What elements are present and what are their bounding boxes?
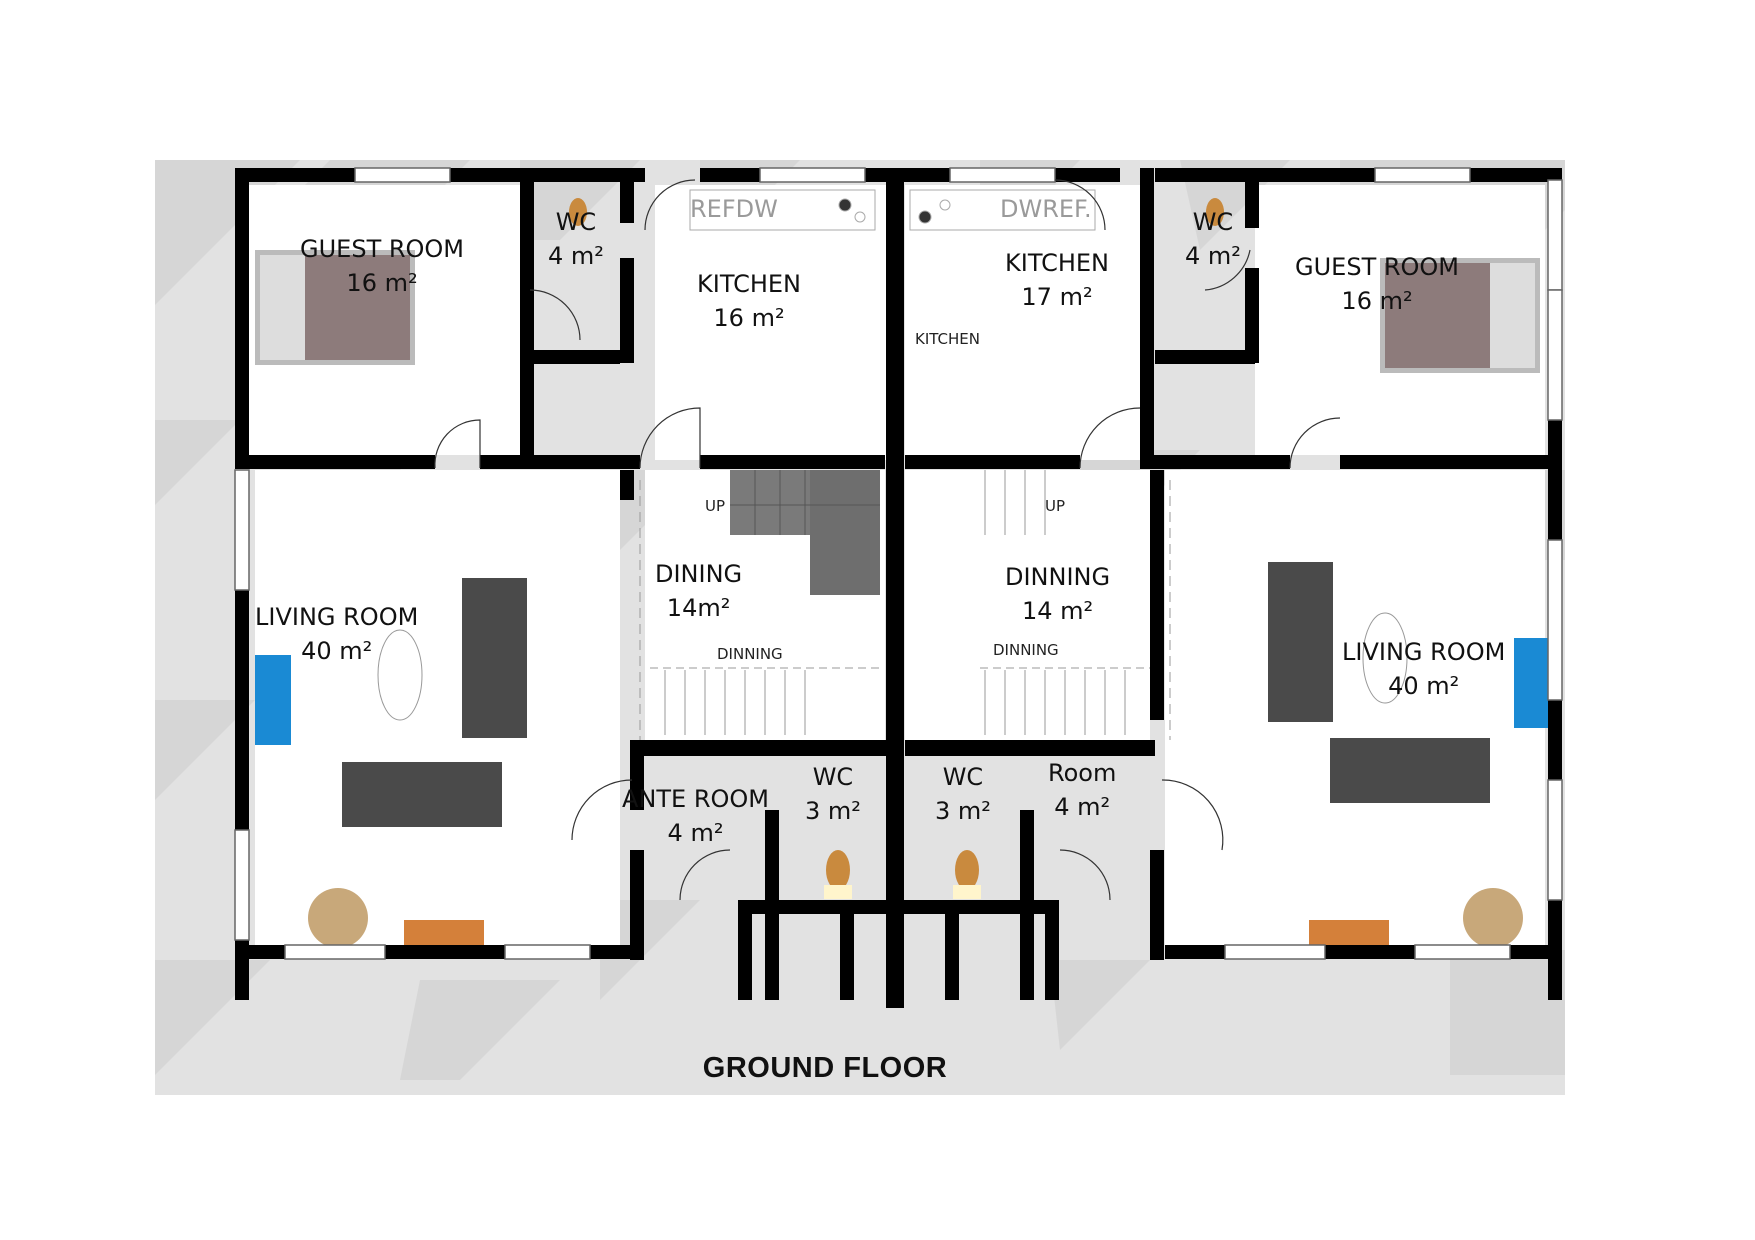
- room-area: 3 m²: [935, 797, 991, 825]
- stairs-up-label-right: UP: [1045, 497, 1066, 515]
- room-area: 17 m²: [1021, 283, 1093, 311]
- room-label-guest-right: GUEST ROOM 16 m²: [1295, 250, 1459, 318]
- room-area: 14 m²: [1021, 597, 1094, 625]
- room-name: GUEST ROOM: [1295, 253, 1460, 281]
- room-label-wc-right-bottom: WC 3 m²: [935, 760, 991, 828]
- staircase-right: [639, 470, 1171, 740]
- room-label-ante-room: ANTE ROOM 4 m²: [622, 782, 769, 850]
- room-area: 40 m²: [301, 637, 373, 665]
- plan-title: GROUND FLOOR: [702, 1052, 948, 1084]
- room-name: WC: [812, 763, 854, 791]
- room-name: DINING: [655, 560, 743, 588]
- room-area: 16 m²: [713, 304, 785, 332]
- room-label-kitchen-right: KITCHEN 17 m²: [1005, 246, 1109, 314]
- room-label-wc-left-top: WC 4 m²: [548, 205, 604, 273]
- room-name: GUEST ROOM: [300, 235, 465, 263]
- kitchen-small-label-right: KITCHEN: [915, 330, 980, 348]
- room-name: KITCHEN: [1005, 249, 1109, 277]
- room-name: KITCHEN: [697, 270, 801, 298]
- dinning-table-label-left: DINNING: [717, 645, 783, 663]
- staircase-left: [650, 470, 880, 735]
- room-name: WC: [1192, 208, 1234, 236]
- room-name: ANTE ROOM: [622, 785, 769, 813]
- room-label-guest-left: GUEST ROOM 16 m²: [300, 232, 464, 300]
- room-name: LIVING ROOM: [255, 603, 419, 631]
- room-name: WC: [555, 208, 597, 236]
- room-label-kitchen-left: KITCHEN 16 m²: [697, 267, 801, 335]
- kitchen-counter-right: [909, 189, 1096, 231]
- room-name: DINNING: [1005, 563, 1111, 591]
- room-name: WC: [942, 763, 984, 791]
- appliance-label-right: DWREF.: [1000, 195, 1092, 223]
- room-area: 4 m²: [548, 242, 604, 270]
- room-area: 4 m²: [1054, 793, 1111, 821]
- room-area: 16 m²: [346, 269, 418, 297]
- room-name: Room: [1048, 759, 1117, 787]
- room-label-dining-left: DINING 14m²: [655, 557, 742, 625]
- room-area: 3 m²: [805, 797, 861, 825]
- windows: [234, 167, 1563, 960]
- door-swings[interactable]: [434, 179, 1341, 901]
- room-label-wc-left-bottom: WC 3 m²: [805, 760, 861, 828]
- room-label-wc-right-top: WC 4 m²: [1185, 205, 1241, 273]
- living-left-furniture: [255, 578, 527, 952]
- room-area: 4 m²: [1185, 242, 1241, 270]
- room-label-living-right: LIVING ROOM 40 m²: [1342, 635, 1505, 703]
- dinning-table-label-right: DINNING: [993, 641, 1059, 659]
- bed-left: [255, 250, 415, 365]
- kitchen-counter-left: [689, 189, 876, 231]
- room-label-room-right: Room 4 m²: [1048, 756, 1116, 824]
- appliance-label-left: REFDW: [690, 195, 778, 223]
- room-area: 4 m²: [667, 819, 724, 847]
- room-area: 40 m²: [1388, 672, 1460, 700]
- stairs-up-label-left: UP: [705, 497, 726, 515]
- room-area: 16 m²: [1341, 287, 1413, 315]
- bed-right: [1380, 258, 1540, 373]
- room-label-living-left: LIVING ROOM 40 m²: [255, 600, 418, 668]
- room-area: 14m²: [666, 594, 731, 622]
- room-name: LIVING ROOM: [1342, 638, 1506, 666]
- room-label-dining-right: DINNING 14 m²: [1005, 560, 1110, 628]
